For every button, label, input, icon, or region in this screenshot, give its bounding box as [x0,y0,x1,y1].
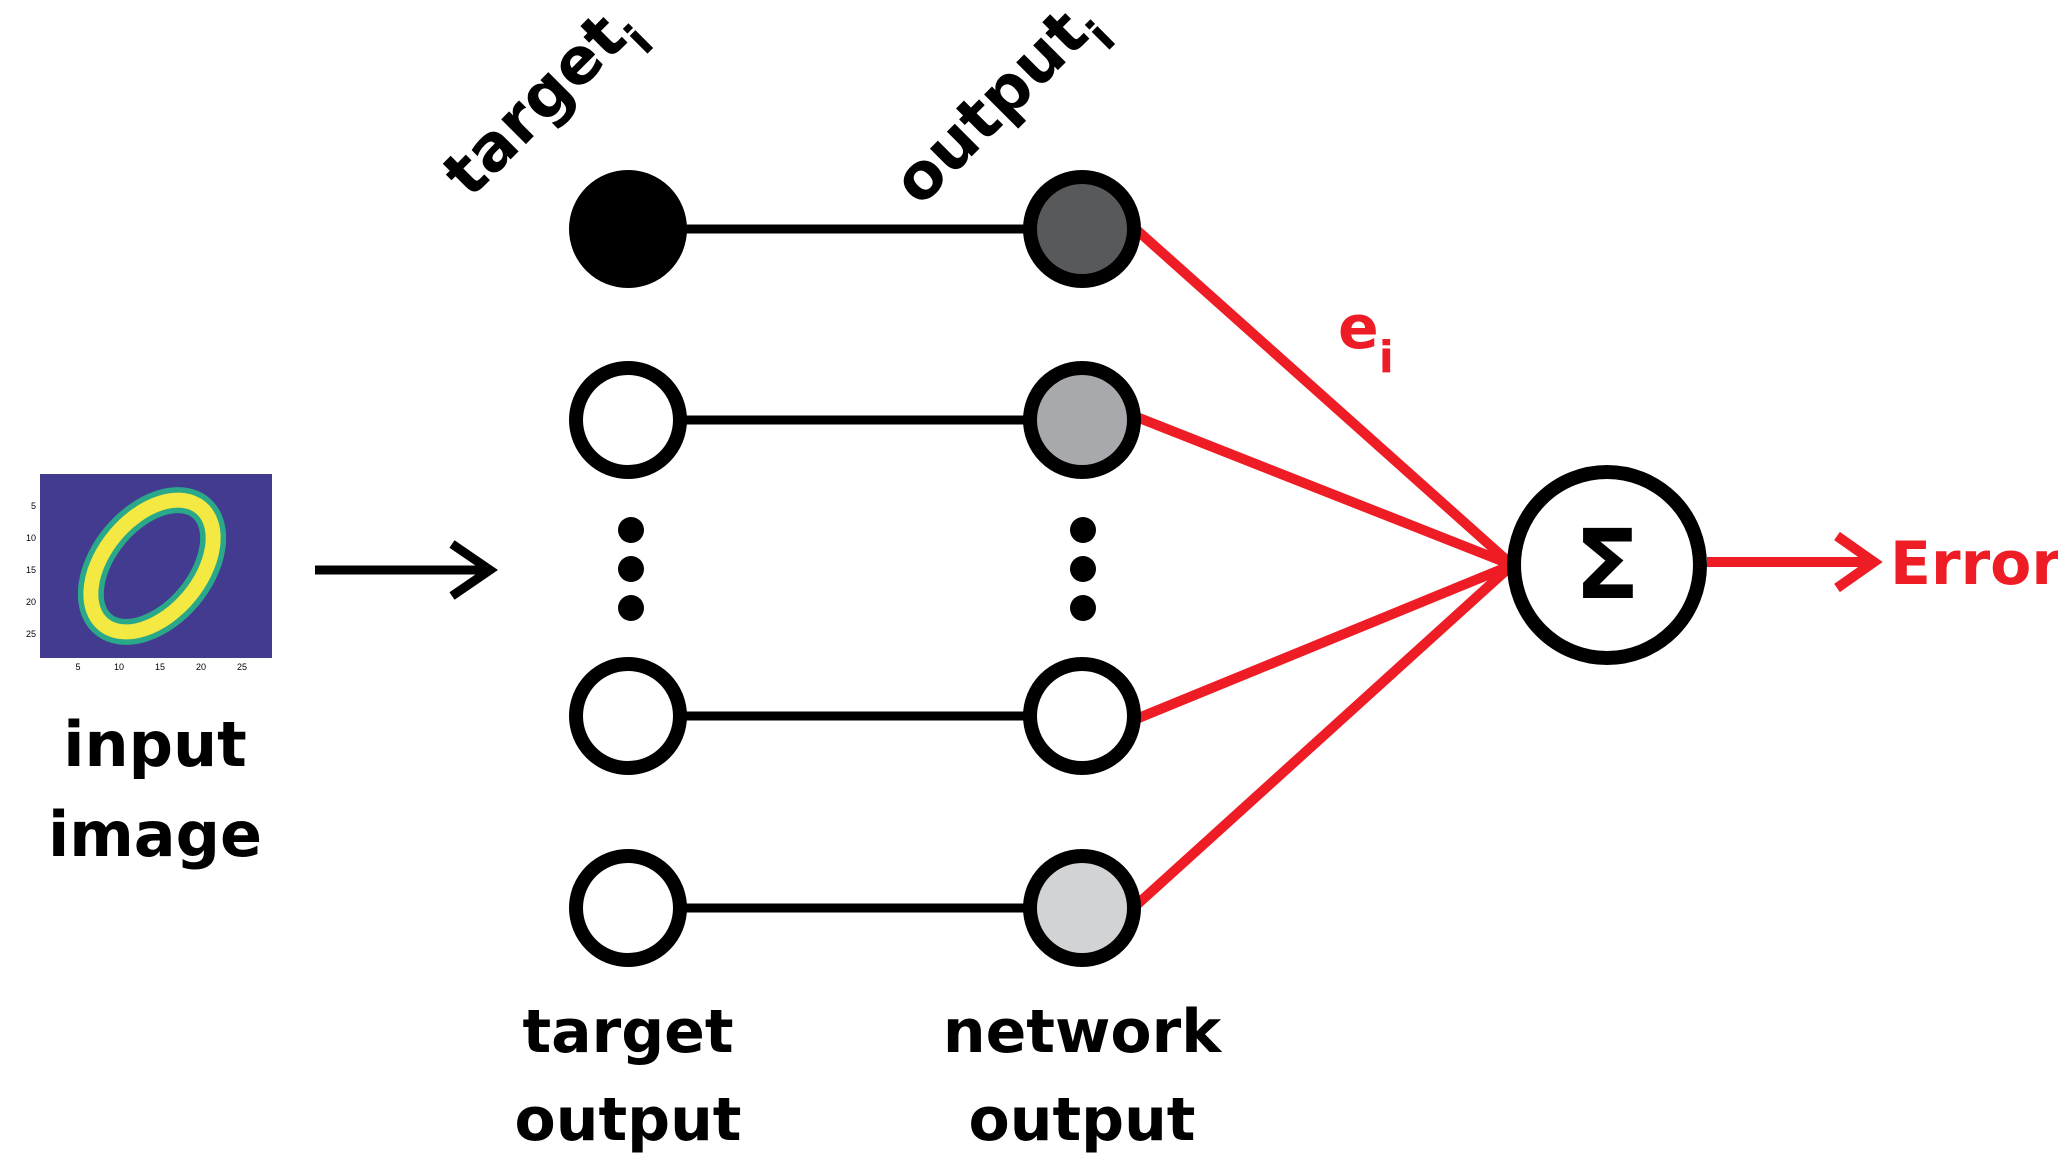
input-image-x-ticks: 5 10 15 20 25 [75,662,247,672]
target-node [569,170,687,288]
digit-zero-stroke [83,492,221,640]
error-label: Error [1890,529,2058,599]
error-line [1122,407,1514,570]
input-image-label-line2: image [48,798,262,871]
network-node [1023,657,1141,775]
input-image-label-line1: input [63,708,247,781]
network-output-label-line2: output [969,1085,1196,1155]
error-line [1116,561,1516,924]
x-tick-label: 10 [114,662,124,672]
target-node [569,361,687,479]
y-tick-label: 25 [26,629,36,639]
sigma-symbol: Σ [1574,509,1640,621]
y-tick-label: 20 [26,597,36,607]
input-image-y-ticks: 5 10 15 20 25 [26,501,36,639]
network-output-label-line1: network [943,997,1223,1067]
target-node [569,657,687,775]
error-term-label: ei [1338,293,1394,383]
network-node [1023,361,1141,479]
error-line [1116,211,1516,569]
error-lines [1116,211,1516,924]
target-ellipsis [618,517,644,621]
summation-node [1507,465,1707,665]
network-ellipsis [1070,517,1096,621]
error-line [1122,560,1514,729]
y-tick-label: 10 [26,533,36,543]
input-image: 5 10 15 20 25 5 10 15 20 25 [26,474,272,672]
network-node [1023,170,1141,288]
target-output-label-line2: output [515,1085,742,1155]
x-tick-label: 20 [196,662,206,672]
target-node [569,849,687,967]
x-tick-label: 15 [155,662,165,672]
y-tick-label: 15 [26,565,36,575]
target-output-label-line1: target [522,997,733,1067]
input-arrow [315,540,498,600]
target-output-nodes [569,170,687,967]
error-arrow [1707,531,1883,593]
pairing-lines [628,224,1082,913]
x-tick-label: 5 [75,662,80,672]
y-tick-label: 5 [31,501,36,511]
network-output-nodes [1023,170,1141,967]
x-tick-label: 25 [237,662,247,672]
network-node [1023,849,1141,967]
